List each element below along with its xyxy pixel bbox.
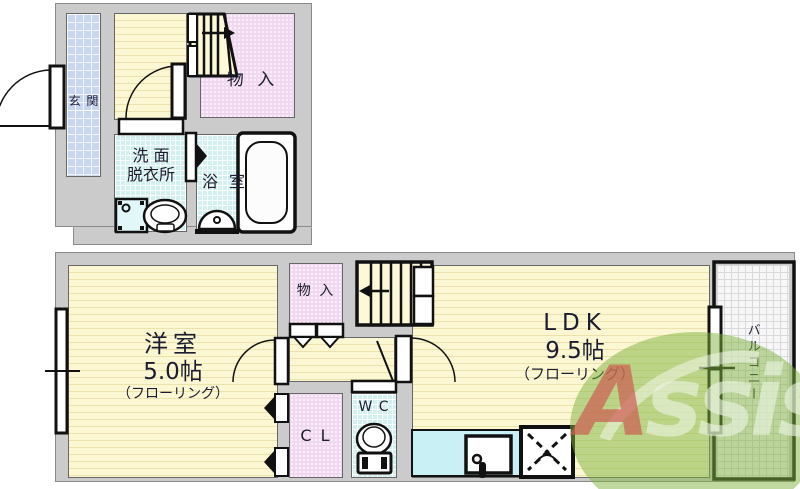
kitchen-sink bbox=[464, 434, 513, 478]
closet-doors bbox=[264, 393, 289, 477]
western-room-window bbox=[45, 307, 80, 435]
staircase-upper bbox=[187, 12, 239, 78]
wc-label: W C bbox=[358, 399, 390, 415]
bath-faucet bbox=[195, 209, 239, 234]
upper-hall-door bbox=[125, 62, 187, 120]
ldk-name: LDK bbox=[543, 310, 607, 336]
western-room-name: 洋室 bbox=[144, 330, 202, 358]
closet-label: C L bbox=[300, 426, 332, 445]
washroom-label-line2: 脱衣所 bbox=[126, 165, 175, 185]
toilet bbox=[355, 422, 393, 475]
entrance-hall bbox=[66, 13, 101, 177]
lower-storage-label: 物 入 bbox=[296, 283, 336, 299]
wc-door bbox=[350, 340, 398, 394]
upper-storage-label: 物 入 bbox=[226, 70, 279, 90]
balcony-label: バルコニー bbox=[744, 323, 760, 403]
entrance-door bbox=[0, 64, 66, 130]
gas-stove bbox=[519, 425, 575, 479]
washing-machine bbox=[114, 197, 149, 234]
western-room bbox=[68, 265, 278, 478]
washroom-threshold bbox=[117, 117, 185, 136]
western-room-size: 5.0帖 bbox=[143, 358, 203, 385]
bathroom-door bbox=[184, 131, 207, 183]
western-room-door bbox=[232, 336, 290, 386]
lower-storage bbox=[289, 263, 343, 325]
hallway-ldk-door bbox=[394, 334, 456, 384]
storage-folding-doors bbox=[288, 322, 345, 349]
ldk-size: 9.5帖 bbox=[545, 337, 605, 364]
bathroom-label: 浴 室 bbox=[201, 172, 249, 191]
entrance-label: 玄 関 bbox=[68, 94, 100, 108]
washroom-sink bbox=[142, 198, 188, 234]
washroom-label-line1: 洗 面 bbox=[132, 146, 170, 165]
balcony-sliding-door bbox=[699, 305, 735, 435]
ldk-floor-type: （フローリング） bbox=[514, 365, 635, 384]
ldk-shelf bbox=[412, 265, 435, 326]
western-room-floor-type: （フローリング） bbox=[117, 386, 229, 403]
bathtub bbox=[236, 131, 297, 234]
closet bbox=[289, 393, 343, 478]
